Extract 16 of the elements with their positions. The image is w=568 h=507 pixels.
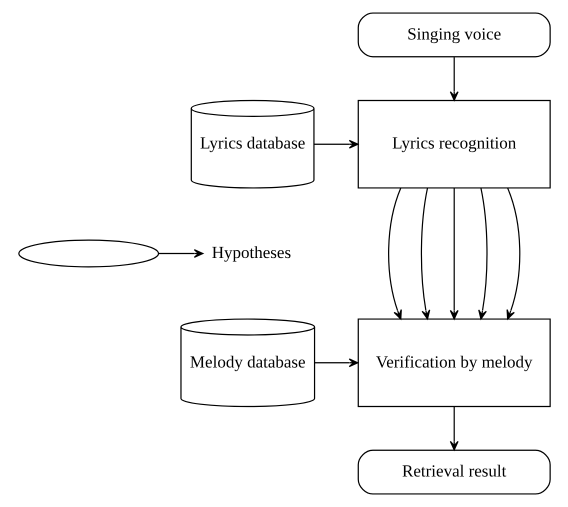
arrow: [478, 188, 488, 320]
arrow: [449, 57, 458, 101]
node-ellipse: [18, 240, 159, 268]
node-box: Lyrics recognition: [357, 100, 550, 189]
node-box: Singing voice: [357, 12, 550, 58]
arrow: [506, 188, 520, 320]
arrow: [314, 140, 358, 149]
arrow: [158, 249, 203, 258]
node-text: Hypotheses: [211, 242, 291, 262]
arrow: [388, 188, 402, 320]
arrow: [420, 188, 430, 320]
arrow: [314, 358, 358, 368]
node-box: Verification by melody: [357, 318, 550, 408]
arrow: [449, 406, 458, 450]
node-box: Retrieval result: [357, 450, 550, 495]
arrow: [449, 188, 458, 320]
